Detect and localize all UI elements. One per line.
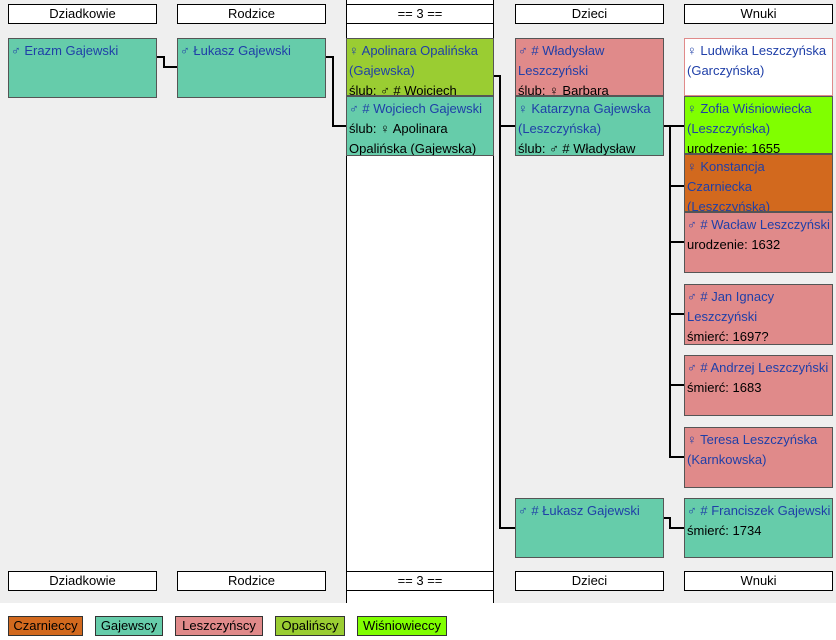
header-parents-bottom: Rodzice [177, 571, 326, 591]
connector-line [494, 75, 500, 77]
person-name[interactable]: ♂ # Wojciech Gajewski [349, 101, 483, 116]
connector-line [669, 527, 684, 529]
person-card-jan[interactable]: ♂ # Jan Ignacy Leszczyński śmierć: 1697? [684, 284, 833, 345]
connector-line [163, 56, 165, 67]
connector-line [669, 456, 684, 458]
header-generation-top: == 3 == [346, 4, 494, 24]
connector-line [499, 75, 501, 528]
connector-line [157, 56, 165, 58]
person-event: urodzenie: 1632 [687, 237, 781, 252]
legend-item-leszczynscy[interactable]: Leszczyńscy [175, 616, 263, 636]
header-grandchildren-bottom: Wnuki [684, 571, 833, 591]
legend-item-czarnieccy[interactable]: Czarnieccy [8, 616, 83, 636]
connector-line [664, 517, 670, 519]
person-card-franciszek[interactable]: ♂ # Franciszek Gajewski śmierć: 1734 [684, 498, 833, 558]
person-card-zofia[interactable]: ♀ Zofia Wiśniowiecka (Leszczyńska) urodz… [684, 96, 833, 154]
legend-item-wisniowieccy[interactable]: Wiśniowieccy [357, 616, 447, 636]
person-card-wladyslaw[interactable]: ♂ # Władysław Leszczyński ślub: ♀ Barbar… [515, 38, 664, 96]
person-name[interactable]: ♂ # Łukasz Gajewski [518, 503, 640, 518]
person-event: ślub: ♂ # Wojciech [349, 83, 457, 96]
connector-line [669, 125, 684, 127]
person-name[interactable]: ♀ Teresa Leszczyńska (Karnkowska) [687, 432, 818, 467]
legend-item-gajewscy[interactable]: Gajewscy [95, 616, 163, 636]
person-event: ślub: ♀ Barbara [518, 83, 609, 96]
person-card-konstancja[interactable]: ♀ Konstancja Czarniecka (Leszczyńska) [684, 154, 833, 212]
connector-line [326, 56, 334, 58]
header-children-top: Dzieci [515, 4, 664, 24]
person-card-lukasz-junior[interactable]: ♂ # Łukasz Gajewski [515, 498, 664, 558]
connector-line [664, 125, 670, 127]
person-card-lukasz[interactable]: ♂ Łukasz Gajewski [177, 38, 326, 98]
person-name[interactable]: ♂ # Franciszek Gajewski [687, 503, 831, 518]
person-name[interactable]: ♂ # Wacław Leszczyński [687, 217, 830, 232]
connector-line [669, 185, 684, 187]
person-name[interactable]: ♀ Zofia Wiśniowiecka (Leszczyńska) [687, 101, 812, 136]
person-card-waclaw[interactable]: ♂ # Wacław Leszczyński urodzenie: 1632 [684, 212, 833, 273]
person-event: śmierć: 1697? [687, 329, 769, 344]
person-card-katarzyna[interactable]: ♀ Katarzyna Gajewska (Leszczyńska) ślub:… [515, 96, 664, 156]
person-card-andrzej[interactable]: ♂ # Andrzej Leszczyński śmierć: 1683 [684, 355, 833, 416]
person-name[interactable]: ♀ Katarzyna Gajewska (Leszczyńska) [518, 101, 651, 136]
connector-line [499, 527, 515, 529]
person-card-apolinara[interactable]: ♀ Apolinara Opalińska (Gajewska) ślub: ♂… [346, 38, 494, 96]
header-grandparents-bottom: Dziadkowie [8, 571, 157, 591]
connector-line [669, 313, 684, 315]
person-card-teresa[interactable]: ♀ Teresa Leszczyńska (Karnkowska) [684, 427, 833, 488]
person-name[interactable]: ♀ Konstancja Czarniecka (Leszczyńska) [687, 159, 771, 212]
person-event: śmierć: 1683 [687, 380, 762, 395]
connector-line [163, 66, 177, 68]
person-name[interactable]: ♀ Ludwika Leszczyńska (Garczyńska) [687, 43, 827, 78]
header-grandchildren-top: Wnuki [684, 4, 833, 24]
person-event: ślub: ♂ # Władysław [518, 141, 636, 156]
connector-line [669, 241, 684, 243]
header-generation-bottom: == 3 == [346, 571, 494, 591]
connector-line [332, 56, 334, 126]
header-parents-top: Rodzice [177, 4, 326, 24]
person-event: śmierć: 1734 [687, 523, 762, 538]
header-grandparents-top: Dziadkowie [8, 4, 157, 24]
person-event: ślub: ♀ Apolinara Opalińska (Gajewska) [349, 121, 477, 156]
connector-line [669, 517, 671, 528]
connector-line [332, 125, 346, 127]
person-card-wojciech[interactable]: ♂ # Wojciech Gajewski ślub: ♀ Apolinara … [346, 96, 494, 156]
person-name[interactable]: ♂ # Władysław Leszczyński [518, 43, 605, 78]
person-name[interactable]: ♂ Erazm Gajewski [11, 43, 119, 58]
header-children-bottom: Dzieci [515, 571, 664, 591]
person-name[interactable]: ♂ Łukasz Gajewski [180, 43, 291, 58]
person-card-erazm[interactable]: ♂ Erazm Gajewski [8, 38, 157, 98]
person-name[interactable]: ♂ # Andrzej Leszczyński [687, 360, 829, 375]
person-event: urodzenie: 1655 [687, 141, 781, 154]
person-card-ludwika[interactable]: ♀ Ludwika Leszczyńska (Garczyńska) [684, 38, 833, 96]
connector-line [669, 125, 671, 457]
person-name[interactable]: ♂ # Jan Ignacy Leszczyński [687, 289, 775, 324]
legend-item-opalinscy[interactable]: Opalińscy [275, 616, 345, 636]
connector-line [499, 125, 515, 127]
person-name[interactable]: ♀ Apolinara Opalińska (Gajewska) [349, 43, 478, 78]
connector-line [669, 384, 684, 386]
